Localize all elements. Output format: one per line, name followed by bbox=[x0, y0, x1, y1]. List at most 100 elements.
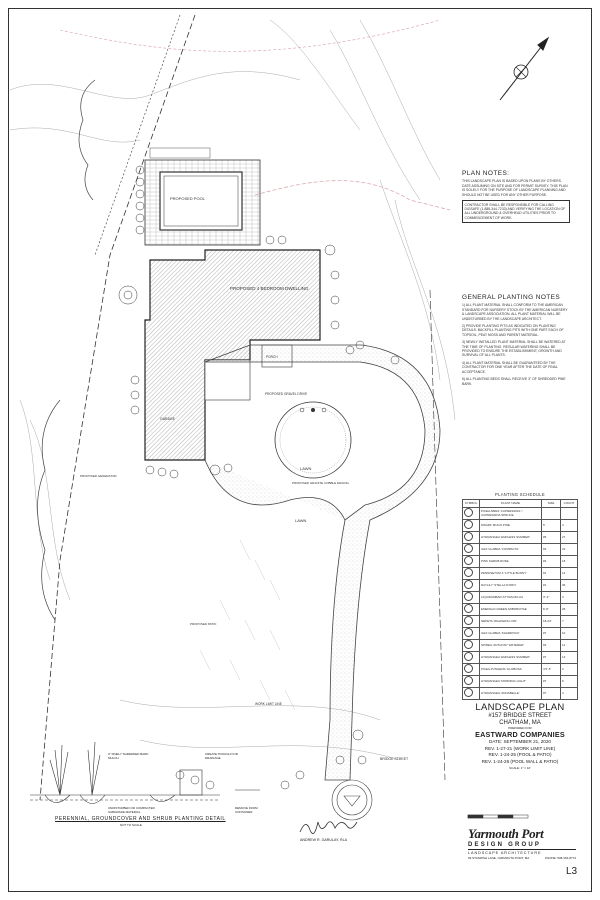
property-lines bbox=[39, 14, 451, 801]
project-town: CHATHAM, MA bbox=[499, 719, 541, 726]
schedule-size: #7 bbox=[541, 651, 561, 664]
schedule-plant-name: DAYLILY 'STELLA D'ORO' bbox=[479, 579, 542, 592]
schedule-symbol bbox=[462, 615, 480, 628]
schedule-count bbox=[560, 507, 578, 520]
detail-callout-trough: CREATE TROUGH FOR DRAINAGE bbox=[205, 752, 238, 760]
firm-group: DESIGN GROUP bbox=[468, 842, 542, 848]
schedule-plant-name: PICEA PUNGENS 'GLOBOSA' bbox=[479, 663, 542, 676]
schedule-header-plant: PLANT NAME bbox=[479, 499, 542, 508]
schedule-plant-name: HYDRANGEA 'ANNABELLE' bbox=[479, 687, 542, 700]
north-arrow-icon bbox=[499, 36, 550, 101]
schedule-size: #7 bbox=[541, 687, 561, 700]
schedule-size: 4.5'-5' bbox=[541, 663, 561, 676]
schedule-header-count: COUNT bbox=[560, 499, 578, 508]
schedule-count: 11 bbox=[560, 639, 578, 652]
lawn-label-a: LAWN bbox=[300, 466, 312, 471]
schedule-body: PICEA ABIES 'CUPRESSINA' / CUPRESSINA SP… bbox=[462, 507, 578, 700]
schedule-symbol bbox=[462, 579, 480, 592]
general-note-1: 1) ALL PLANT MATERIAL SHALL CONFORM TO T… bbox=[462, 303, 568, 321]
schedule-size: 5' bbox=[541, 519, 561, 532]
plant-symbol-icon bbox=[464, 652, 473, 662]
porch-label: PORCH bbox=[266, 355, 278, 359]
schedule-count: 4 bbox=[560, 687, 578, 700]
schedule-count: 2 bbox=[560, 663, 578, 676]
schedule-plant-name: LIQUIDAMBAR STYRACIFLUA bbox=[479, 591, 542, 604]
plant-symbol-icon bbox=[464, 664, 473, 674]
schedule-symbol bbox=[462, 531, 480, 544]
schedule-symbol bbox=[462, 639, 480, 652]
plant-symbol-icon bbox=[464, 688, 473, 698]
general-note-4: 4) ALL PLANT MATERIAL SHALL BE GUARANTEE… bbox=[462, 360, 558, 374]
patio-label: PROPOSED PATIO bbox=[190, 622, 217, 626]
schedule-size: #7 bbox=[541, 627, 561, 640]
planting-detail-title: PERENNIAL, GROUNDCOVER AND SHRUB PLANTIN… bbox=[55, 816, 226, 822]
schedule-symbol bbox=[462, 663, 480, 676]
garage-label: GARAGE bbox=[160, 417, 176, 421]
schedule-count: 9 bbox=[560, 675, 578, 688]
signature-name: ANDREW R. GARULAY, RLA bbox=[300, 838, 347, 842]
schedule-size: #1 bbox=[541, 579, 561, 592]
planting-detail-drawing bbox=[30, 741, 260, 804]
graphic-scale-bar bbox=[467, 814, 529, 819]
schedule-plant-name: ILEX GLABRA 'COMPACTA' bbox=[479, 543, 542, 556]
plant-symbol-icon bbox=[464, 640, 473, 650]
schedule-count: 27 bbox=[560, 531, 578, 544]
schedule-symbol bbox=[462, 675, 480, 688]
schedule-size: #3 bbox=[541, 543, 561, 556]
schedule-symbol bbox=[462, 519, 480, 532]
plant-symbol-icon bbox=[464, 520, 473, 530]
planting-schedule: PLANTING SCHEDULE SYMBOL PLANT NAME SIZE… bbox=[462, 492, 578, 700]
schedule-count: 10 bbox=[560, 627, 578, 640]
firm-logo: Yarmouth Port DESIGN GROUP LANDSCAPE ARC… bbox=[468, 826, 576, 860]
schedule-symbol bbox=[462, 651, 480, 664]
lawn-label-b: LAWN bbox=[295, 518, 307, 523]
schedule-symbol bbox=[462, 627, 480, 640]
schedule-row: NEPETA 'WALKERS LOW'18-24"7 bbox=[462, 615, 578, 628]
schedule-header-row: SYMBOL PLANT NAME SIZE COUNT bbox=[462, 499, 578, 508]
schedule-plant-name: ILEX GLABRA 'SHAMROCK' bbox=[479, 627, 542, 640]
schedule-size: 3"-4" bbox=[541, 591, 561, 604]
pool-area bbox=[144, 147, 261, 246]
schedule-size: 6'-8' bbox=[541, 603, 561, 616]
client-name: EASTWARD COMPANIES bbox=[475, 730, 565, 740]
general-note-5: 5) ALL PLANTING BEDS SHALL RECEIVE 3" OF… bbox=[462, 377, 566, 386]
schedule-size: #7 bbox=[541, 675, 561, 688]
general-notes-heading: GENERAL PLANTING NOTES bbox=[462, 294, 561, 301]
schedule-symbol bbox=[462, 543, 480, 556]
plan-notes-heading: PLAN NOTES: bbox=[462, 170, 510, 177]
schedule-table: SYMBOL PLANT NAME SIZE COUNT PICEA ABIES… bbox=[462, 499, 578, 700]
schedule-plant-name: SPIREA 'ANTHONY WATERER' bbox=[479, 639, 542, 652]
schedule-header-symbol: SYMBOL bbox=[462, 499, 480, 508]
schedule-count: 3 bbox=[560, 591, 578, 604]
plant-symbol-icon bbox=[464, 532, 473, 542]
firm-address: 69 STANDISH LANE, YARMOUTH PORT, MA bbox=[468, 856, 530, 860]
plant-symbol-icon bbox=[464, 544, 473, 554]
revision-3: REV. 1-24-26 (POOL WALL & PATIO) bbox=[481, 758, 559, 764]
plant-symbol-icon bbox=[464, 616, 473, 626]
detail-callout-mulch: 3" FINELY SHREDDED BARK MULCH bbox=[108, 752, 149, 760]
gravel-driveway bbox=[204, 344, 441, 781]
title-block: LANDSCAPE PLAN #157 BRIDGE STREET CHATHA… bbox=[462, 702, 578, 770]
plant-symbol-icon bbox=[464, 604, 473, 614]
firm-phone: PHONE: 508-362-8774 bbox=[544, 856, 576, 860]
schedule-count: 4 bbox=[560, 519, 578, 532]
drawing-sheet-border bbox=[8, 8, 592, 892]
plant-symbol-icon bbox=[464, 676, 473, 686]
schedule-count: 13 bbox=[560, 651, 578, 664]
schedule-plant-name: EMERALD GREEN ARBORVITAE bbox=[479, 603, 542, 616]
planting-detail-scale: NOT TO SCALE bbox=[120, 823, 142, 827]
schedule-symbol bbox=[462, 555, 480, 568]
schedule-count: 18 bbox=[560, 555, 578, 568]
schedule-plant-name: DWARF MUGO PINE bbox=[479, 519, 542, 532]
schedule-size: #5 bbox=[541, 531, 561, 544]
